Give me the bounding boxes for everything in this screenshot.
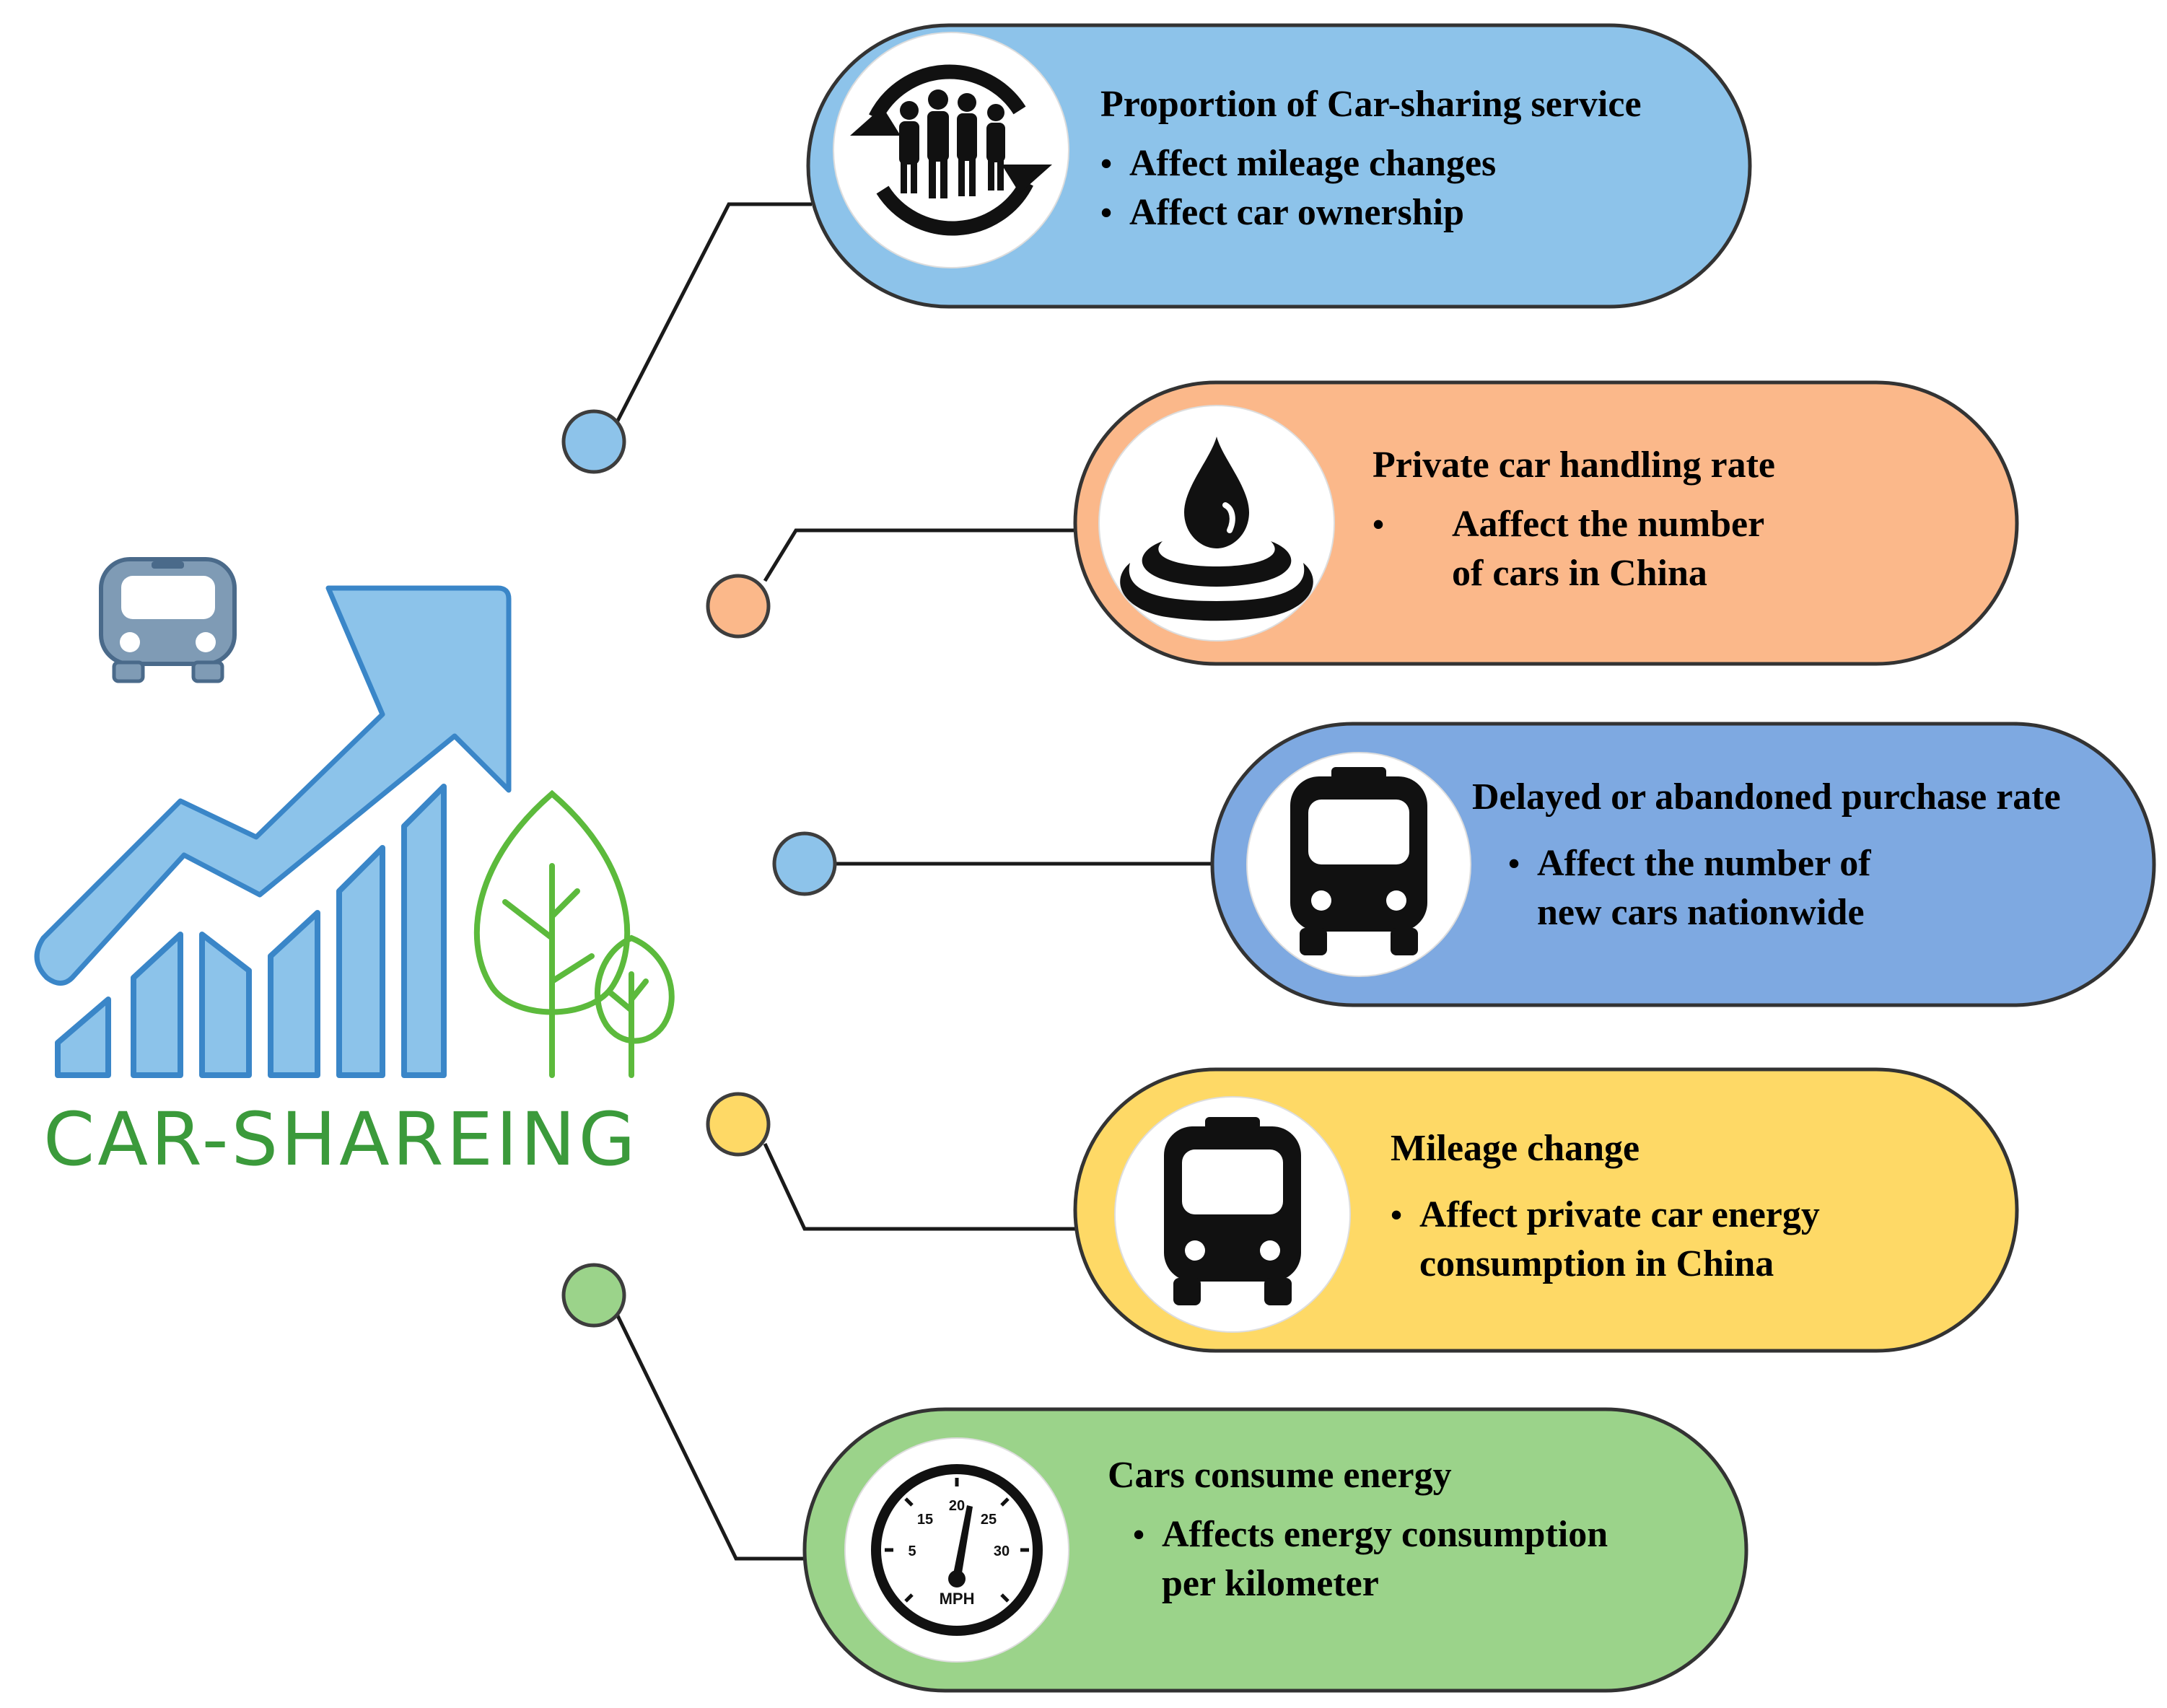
connector-dot-3 [772, 831, 837, 896]
item-text-1: Proportion of Car-sharing service • Affe… [1100, 82, 1642, 237]
speed-unit-label: MPH [940, 1590, 975, 1608]
bullet-dot-icon: • [1391, 1196, 1403, 1233]
item-title: Mileage change [1391, 1128, 1640, 1169]
growth-arrow-icon [34, 585, 512, 986]
connector-line-4 [763, 1142, 1075, 1231]
connector-dot-5 [561, 1263, 626, 1328]
speed-tick-label: 30 [994, 1543, 1010, 1559]
speed-tick-label: 5 [908, 1543, 916, 1559]
bullet-dot-icon: • [1373, 506, 1385, 543]
item-title: Private car handling rate [1373, 444, 1775, 486]
bullet-dot-icon: • [1100, 194, 1113, 231]
item-text-2: Private car handling rate • Aaffect the … [1373, 442, 1775, 598]
pill-purchase-rate [1210, 722, 2156, 1007]
item-title: Cars consume energy [1108, 1455, 1452, 1496]
connector-line-1 [615, 202, 812, 424]
bullet-dot-icon: • [1100, 145, 1113, 182]
speed-tick-label: 15 [917, 1512, 933, 1528]
item-bullet: • Affects energy consumption per kilomet… [1133, 1510, 1608, 1608]
water-drop-icon [1120, 437, 1313, 621]
connector-dot-4 [706, 1092, 771, 1157]
speed-tick-label: 25 [981, 1512, 997, 1528]
item-title: Delayed or abandoned purchase rate [1472, 776, 2061, 818]
speedometer-icon: 5 15 20 25 30 MPH [871, 1464, 1043, 1636]
item-bullet: • Affect private car energy consumption … [1391, 1191, 1820, 1289]
item-text-5: Cars consume energy • Affects energy con… [1108, 1453, 1608, 1608]
bullet-dot-icon: • [1508, 845, 1520, 882]
bus-icon [1164, 1117, 1301, 1305]
car-sharing-logo [34, 557, 675, 1078]
logo-title: CAR-SHAREING [43, 1097, 639, 1183]
connector-dot-2 [706, 574, 771, 639]
item-bullet: • Affect mileage changes [1100, 139, 1642, 188]
connector-dot-1 [561, 409, 626, 474]
bar-chart-icon [55, 784, 447, 1078]
item-title: Proportion of Car-sharing service [1100, 84, 1642, 125]
item-text-3: Delayed or abandoned purchase rate • Aff… [1472, 774, 2061, 937]
connector-dots [561, 409, 837, 1328]
item-bullet: • Aaffect the number of cars in China [1373, 500, 1775, 598]
speed-tick-label: 20 [949, 1498, 965, 1514]
connector-line-5 [610, 1302, 805, 1561]
bus-logo-icon [99, 557, 237, 683]
item-bullet: • Affect car ownership [1100, 188, 1642, 237]
connector-line-2 [763, 528, 1075, 582]
people-cycle-icon [850, 64, 1052, 236]
bus-icon [1290, 767, 1427, 955]
bullet-dot-icon: • [1133, 1516, 1145, 1553]
item-bullet: • Affect the number of new cars nationwi… [1508, 839, 2061, 937]
connectors [610, 202, 1212, 1561]
item-text-4: Mileage change • Affect private car ener… [1391, 1126, 1820, 1289]
tree-icon [473, 789, 675, 1078]
